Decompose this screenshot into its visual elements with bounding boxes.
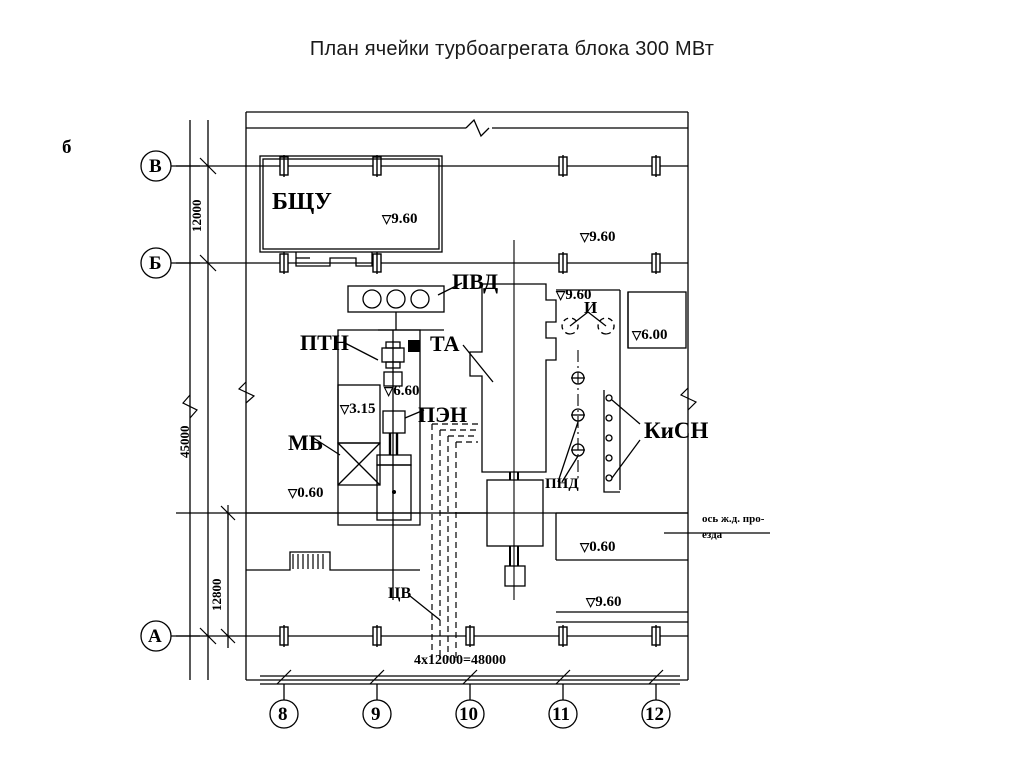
elevation-floor-right: ▽0.60 xyxy=(580,539,616,555)
elevation-lower: ▽9.60 xyxy=(586,594,622,610)
elevation-floor-left: ▽0.60 xyxy=(288,485,324,501)
label-pnd: ПНД xyxy=(545,476,579,492)
corner-label: б xyxy=(62,137,72,158)
note-railway-axis: ось ж.д. про- езда xyxy=(702,512,764,544)
axis-label-a: А xyxy=(148,626,162,647)
elevation-ptn: ▽6.60 xyxy=(384,383,420,399)
elevation-pvd: ▽9.60 xyxy=(556,287,592,303)
label-i: И xyxy=(584,298,598,317)
elevation-bschu: ▽9.60 xyxy=(382,211,418,227)
axis-label-8: 8 xyxy=(278,704,288,725)
axis-label-12: 12 xyxy=(645,704,664,725)
elevation-mb: ▽3.15 xyxy=(340,401,376,417)
axis-label-11: 11 xyxy=(552,704,570,725)
elevation-triangle-icon: ▽ xyxy=(382,212,392,226)
page-title: План ячейки турбоагрегата блока 300 МВт xyxy=(309,38,715,60)
elevation-triangle-icon: ▽ xyxy=(586,595,596,609)
elevation-triangle-icon: ▽ xyxy=(384,384,394,398)
elevation-triangle-icon: ▽ xyxy=(580,230,590,244)
note-line-2: езда xyxy=(702,528,723,541)
axis-label-10: 10 xyxy=(459,704,478,725)
axis-label-v: В xyxy=(149,156,162,177)
elevation-triangle-icon: ▽ xyxy=(288,486,298,500)
elevation-triangle-icon: ▽ xyxy=(340,402,350,416)
note-line-1: ось ж.д. про- xyxy=(702,513,765,525)
label-ptn: ПТН xyxy=(300,330,349,355)
label-pen: ПЭН xyxy=(418,402,468,427)
elevation-upper-right: ▽9.60 xyxy=(580,229,616,245)
elevation-triangle-icon: ▽ xyxy=(580,540,590,554)
elevation-kisn-room: ▽6.00 xyxy=(632,327,668,343)
axis-label-b: Б xyxy=(149,253,162,274)
label-bschu: БЩУ xyxy=(272,189,332,215)
elevation-triangle-icon: ▽ xyxy=(556,288,566,302)
dimension-45000: 45000 xyxy=(177,425,192,459)
label-mb: МБ xyxy=(288,430,324,455)
label-kisn: КиСН xyxy=(644,418,709,443)
label-cv: ЦВ xyxy=(388,585,412,602)
elevation-triangle-icon: ▽ xyxy=(632,328,642,342)
dimension-12800: 12800 xyxy=(209,578,224,612)
axis-label-9: 9 xyxy=(371,704,381,725)
dimension-bottom-span: 4х12000=48000 xyxy=(414,653,506,668)
dimension-12000: 12000 xyxy=(189,199,204,233)
label-pvd: ПВД xyxy=(452,269,499,294)
label-ta: ТА xyxy=(430,331,460,356)
